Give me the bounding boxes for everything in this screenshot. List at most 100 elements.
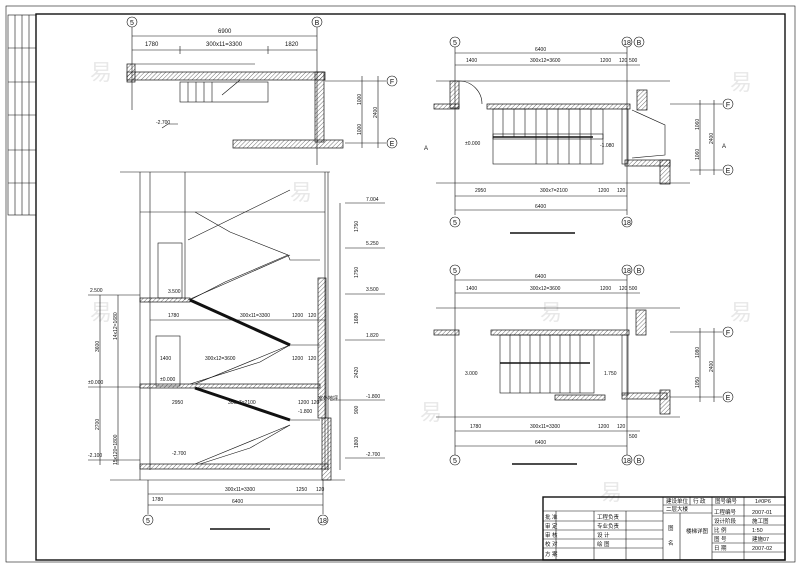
title-block-label: 校 对 [545, 540, 558, 548]
dimension: 300x11=3300 [530, 424, 560, 430]
dimension: 120 [617, 188, 626, 194]
dimension: 1200 [600, 58, 611, 64]
dimension: 1200 [598, 188, 609, 194]
title-block-label: 设计阶段 [714, 517, 737, 525]
axis-label: 5 [146, 518, 150, 525]
axis-label: B [637, 40, 642, 47]
title-block-label: 批 准 [545, 513, 558, 521]
svg-text:易: 易 [730, 300, 752, 325]
title-block-label: 图 [668, 524, 674, 532]
level-mark: ±0.000 [465, 141, 480, 147]
axis-label: E [726, 395, 731, 402]
dimension: 6400 [535, 274, 546, 280]
svg-text:易: 易 [290, 180, 312, 205]
title-block: 建设单位 行 政 图号编号 1#0P6 二层大楼 批 准 审 定 审 核 校 对… [542, 496, 786, 561]
dimension: 120 [311, 400, 320, 406]
dimension: 120 [316, 487, 325, 493]
svg-text:易: 易 [90, 60, 112, 85]
axis-label: 18 [623, 40, 631, 47]
dimension: 1200 [292, 313, 303, 319]
svg-text:易: 易 [90, 300, 112, 325]
dimension: 300x12=3600 [205, 356, 236, 362]
note: 室外地坪 [318, 395, 338, 402]
dimension: 1750 [354, 267, 360, 278]
title-block-label: 行 政 [693, 497, 706, 505]
level-mark: -2.700 [366, 452, 380, 458]
dimension: 1060 [695, 149, 701, 160]
dimension: 120 [619, 58, 628, 64]
left-level-marks: 2.500 ±0.000 -2.100 3600 14x12=1680 2700… [88, 288, 140, 465]
dimension: 2700 [95, 419, 101, 430]
axis-label: 18 [623, 458, 631, 465]
dimension: 6900 [218, 29, 232, 35]
dimension: 120 [308, 313, 317, 319]
title-block-value: 1:50 [752, 528, 763, 534]
dimension: 3600 [95, 341, 101, 352]
project-name: 二层大楼 [666, 505, 689, 513]
title-block-label: 工程负责 [597, 513, 620, 521]
dimension: 1060 [695, 119, 701, 130]
stair-section: 7.004 5.250 3.500 1.820 -1.800 -2.700 17… [88, 171, 385, 530]
title-block-value: 2007-02 [752, 546, 772, 552]
title-block-label: 专业负责 [597, 522, 620, 530]
dimension: 300x12=3600 [530, 58, 561, 64]
axis-label: 18 [623, 268, 631, 275]
title-block-label: 日 期 [714, 545, 727, 552]
dimension: 1250 [296, 487, 307, 493]
title-block-label: 设 计 [597, 531, 610, 539]
svg-text:易: 易 [420, 400, 442, 425]
title-block-label: 名 [668, 539, 674, 547]
dimension: 2950 [172, 400, 183, 406]
dimension: 1400 [466, 286, 477, 292]
dimension: 500 [629, 434, 638, 440]
top-left-plan: 5 B 6900 1780 300x11=3300 1820 -2.700 F … [126, 16, 398, 165]
level-mark: 2.500 [90, 288, 103, 294]
axis-label: F [390, 79, 394, 86]
dimension: 1400 [466, 58, 477, 64]
plan-lower: 5 18 B 6400 1400 300x12=3600 1200 120 50… [433, 264, 734, 466]
title-block-label: 审 定 [545, 522, 558, 530]
axis-label: 5 [453, 268, 457, 275]
level-mark: 1.820 [366, 333, 379, 339]
dimension: 1200 [292, 356, 303, 362]
dimension: 1750 [354, 221, 360, 232]
title-block-value: 施工图 [752, 517, 769, 525]
dimension: 1820 [285, 42, 299, 48]
level-mark: -1.080 [600, 143, 614, 149]
drawing-name: 楼梯详图 [686, 527, 709, 535]
dimension: 6400 [232, 499, 243, 505]
section-mark: A [722, 144, 726, 150]
dimension: 1780 [470, 424, 481, 430]
dimension: 6400 [535, 204, 546, 210]
dimension: 1800 [354, 437, 360, 448]
dimension: 1780 [152, 497, 163, 503]
title-block-value: 建施07 [752, 535, 769, 543]
dimension: 120 [617, 424, 626, 430]
level-mark: 3.500 [366, 287, 379, 293]
watermark: 易易 易易 易易 易易 [90, 60, 752, 505]
title-block-label: 绘 图 [597, 540, 610, 548]
dimension: 1000 [357, 94, 363, 105]
dimension: 2400 [709, 361, 715, 372]
dimension: 2950 [475, 188, 486, 194]
plan-upper: 5 18 B 6400 1400 300x12=3600 1200 120 50… [424, 36, 734, 234]
axis-label: F [726, 330, 730, 337]
dimension: 15x120=1800 [113, 434, 119, 465]
level-mark: ±0.000 [88, 380, 103, 386]
svg-text:易: 易 [540, 300, 562, 325]
title-block-label: 工程编号 [714, 508, 737, 516]
axis-label: F [726, 102, 730, 109]
right-level-marks: 7.004 5.250 3.500 1.820 -1.800 -2.700 17… [318, 197, 385, 470]
dimension: 6400 [535, 440, 546, 446]
dimension: 300x12=3600 [530, 286, 561, 292]
dimension: 120 [619, 286, 628, 292]
level-mark: ±0.000 [160, 377, 175, 383]
title-block-label: 审 核 [545, 531, 558, 539]
dimension: 2400 [373, 107, 379, 118]
axis-label: B [315, 20, 320, 27]
dimension: 500 [629, 58, 638, 64]
axis-label: E [390, 141, 395, 148]
title-block-label: 图 号 [714, 535, 727, 543]
dimension: 1780 [168, 313, 179, 319]
